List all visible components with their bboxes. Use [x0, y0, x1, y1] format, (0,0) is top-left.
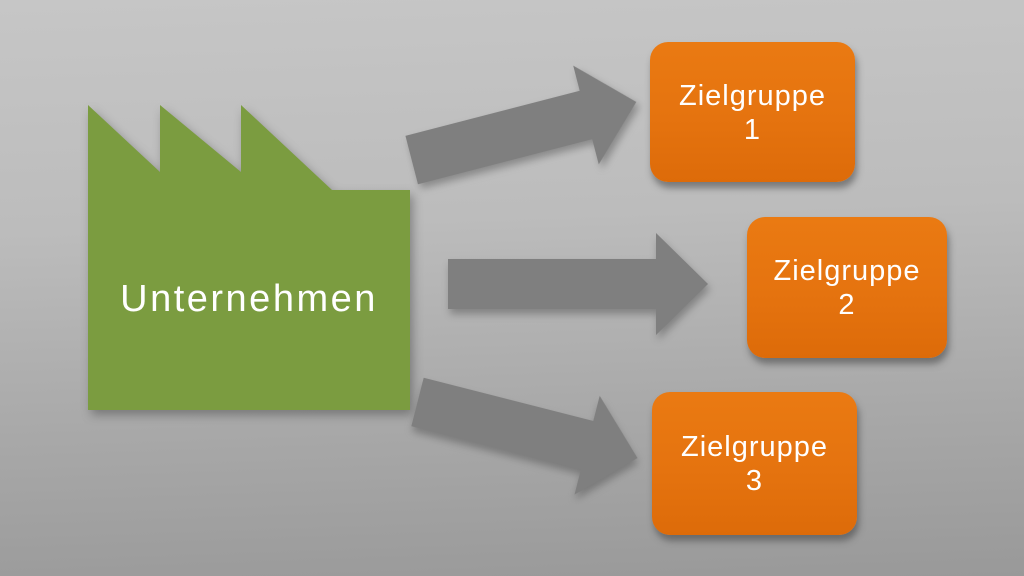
target-number: 2 [838, 289, 856, 321]
factory-polygon [88, 105, 410, 410]
target-number: 3 [745, 465, 764, 497]
arrow-polygon [448, 233, 708, 335]
target-number: 1 [743, 113, 762, 146]
target-label: Zielgruppe [680, 431, 829, 463]
arrow-to-target-1-icon [405, 65, 637, 185]
company-label: Unternehmen [120, 277, 378, 320]
target-label: Zielgruppe [773, 255, 921, 287]
target-label: Zielgruppe [678, 79, 827, 112]
factory-icon [88, 105, 410, 410]
target-box-1: Zielgruppe 1 [650, 42, 855, 182]
target-box-3: Zielgruppe 3 [652, 392, 857, 535]
arrow-to-target-3-icon [411, 377, 638, 495]
target-box-2: Zielgruppe 2 [747, 217, 947, 358]
arrow-to-target-2-icon [448, 233, 708, 335]
arrow-polygon [405, 65, 637, 185]
arrow-polygon [411, 377, 638, 495]
